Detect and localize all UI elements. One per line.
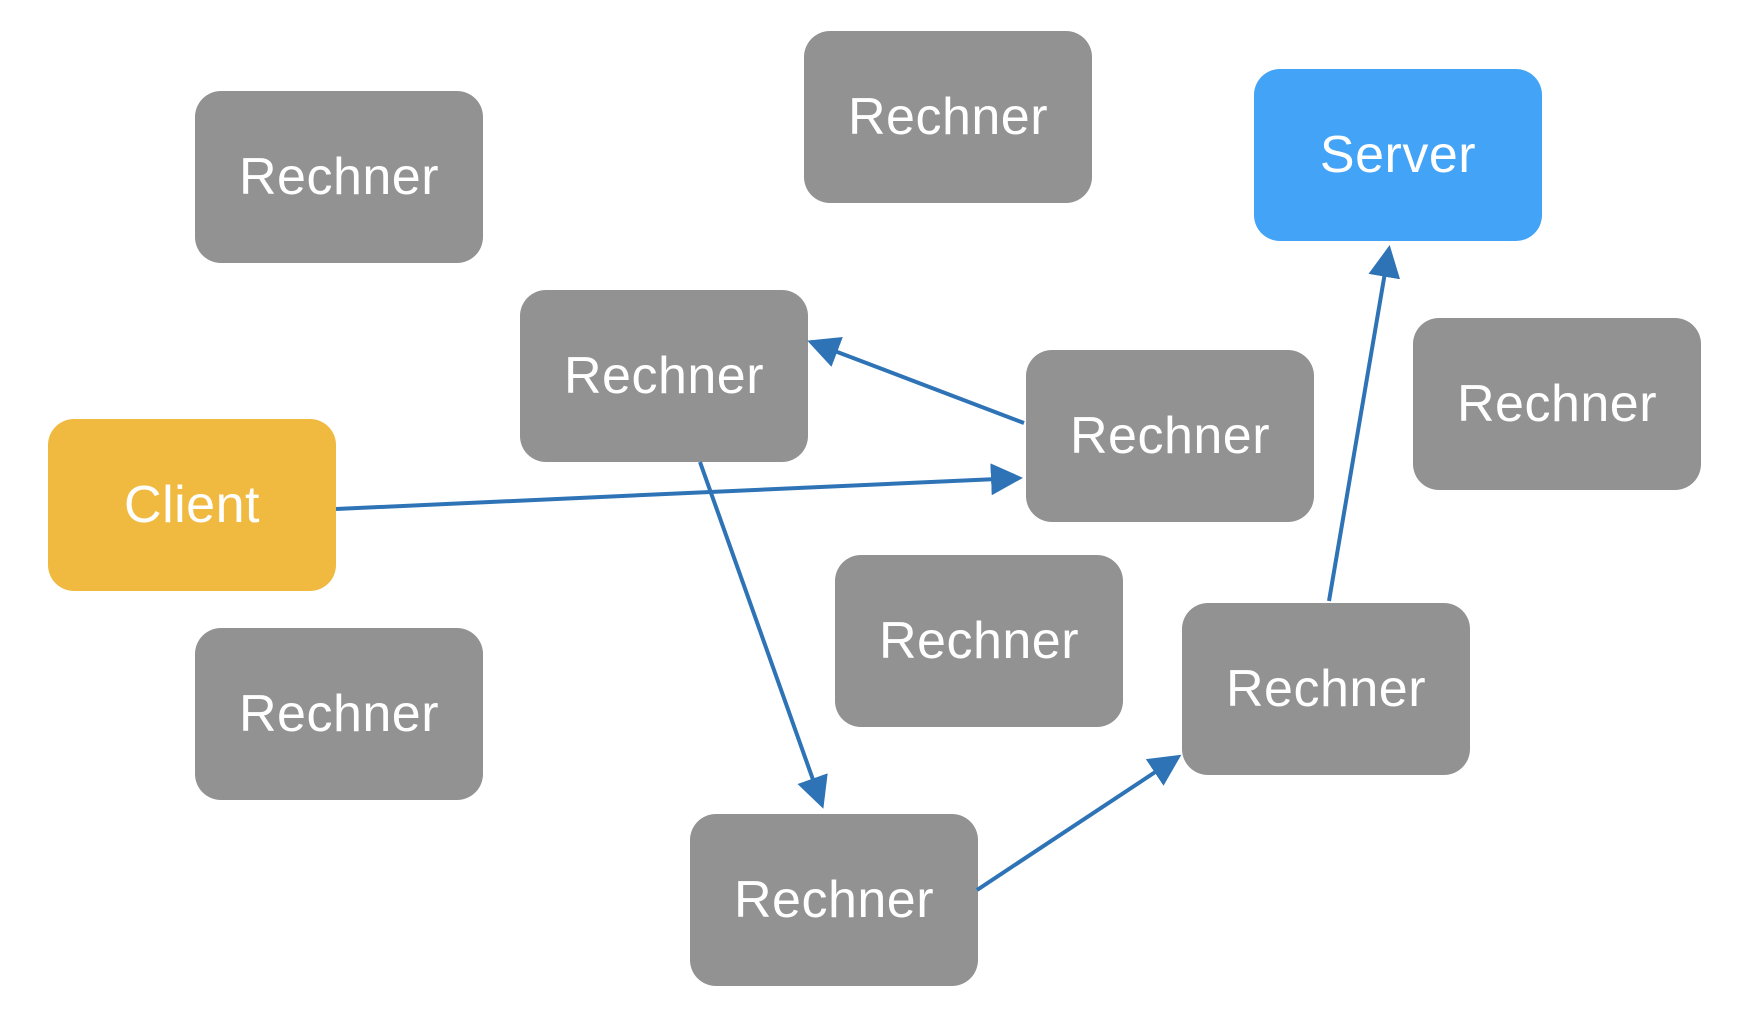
edge-client-to-rechner — [335, 463, 1023, 511]
node-label: Rechner — [733, 871, 935, 929]
node-label: Rechner — [847, 88, 1049, 146]
node-rechner-top-center: Rechner — [804, 31, 1092, 203]
edge-rechner-to-server — [1327, 245, 1401, 602]
node-server: Server — [1254, 69, 1542, 241]
edge-rechner-to-rechner — [698, 461, 828, 809]
edge-rechner-to-rechner — [975, 754, 1182, 892]
node-label: Rechner — [1069, 407, 1271, 465]
node-label: Rechner — [238, 685, 440, 743]
node-rechner-center: Rechner — [835, 555, 1123, 727]
node-rechner-bottom-right: Rechner — [1182, 603, 1470, 775]
node-label: Client — [124, 476, 260, 534]
node-client: Client — [48, 419, 336, 591]
node-label: Rechner — [1225, 660, 1427, 718]
node-rechner-bottom-left: Rechner — [195, 628, 483, 800]
node-rechner-right: Rechner — [1413, 318, 1701, 490]
node-rechner-bottom-center: Rechner — [690, 814, 978, 986]
node-rechner-top-left: Rechner — [195, 91, 483, 263]
node-label: Rechner — [563, 347, 765, 405]
node-label: Rechner — [1456, 375, 1658, 433]
node-label: Server — [1319, 126, 1477, 184]
node-label: Rechner — [238, 148, 440, 206]
edge-rechner-to-rechner — [807, 336, 1025, 425]
node-rechner-mid-left: Rechner — [520, 290, 808, 462]
node-rechner-mid-center: Rechner — [1026, 350, 1314, 522]
node-label: Rechner — [878, 612, 1080, 670]
